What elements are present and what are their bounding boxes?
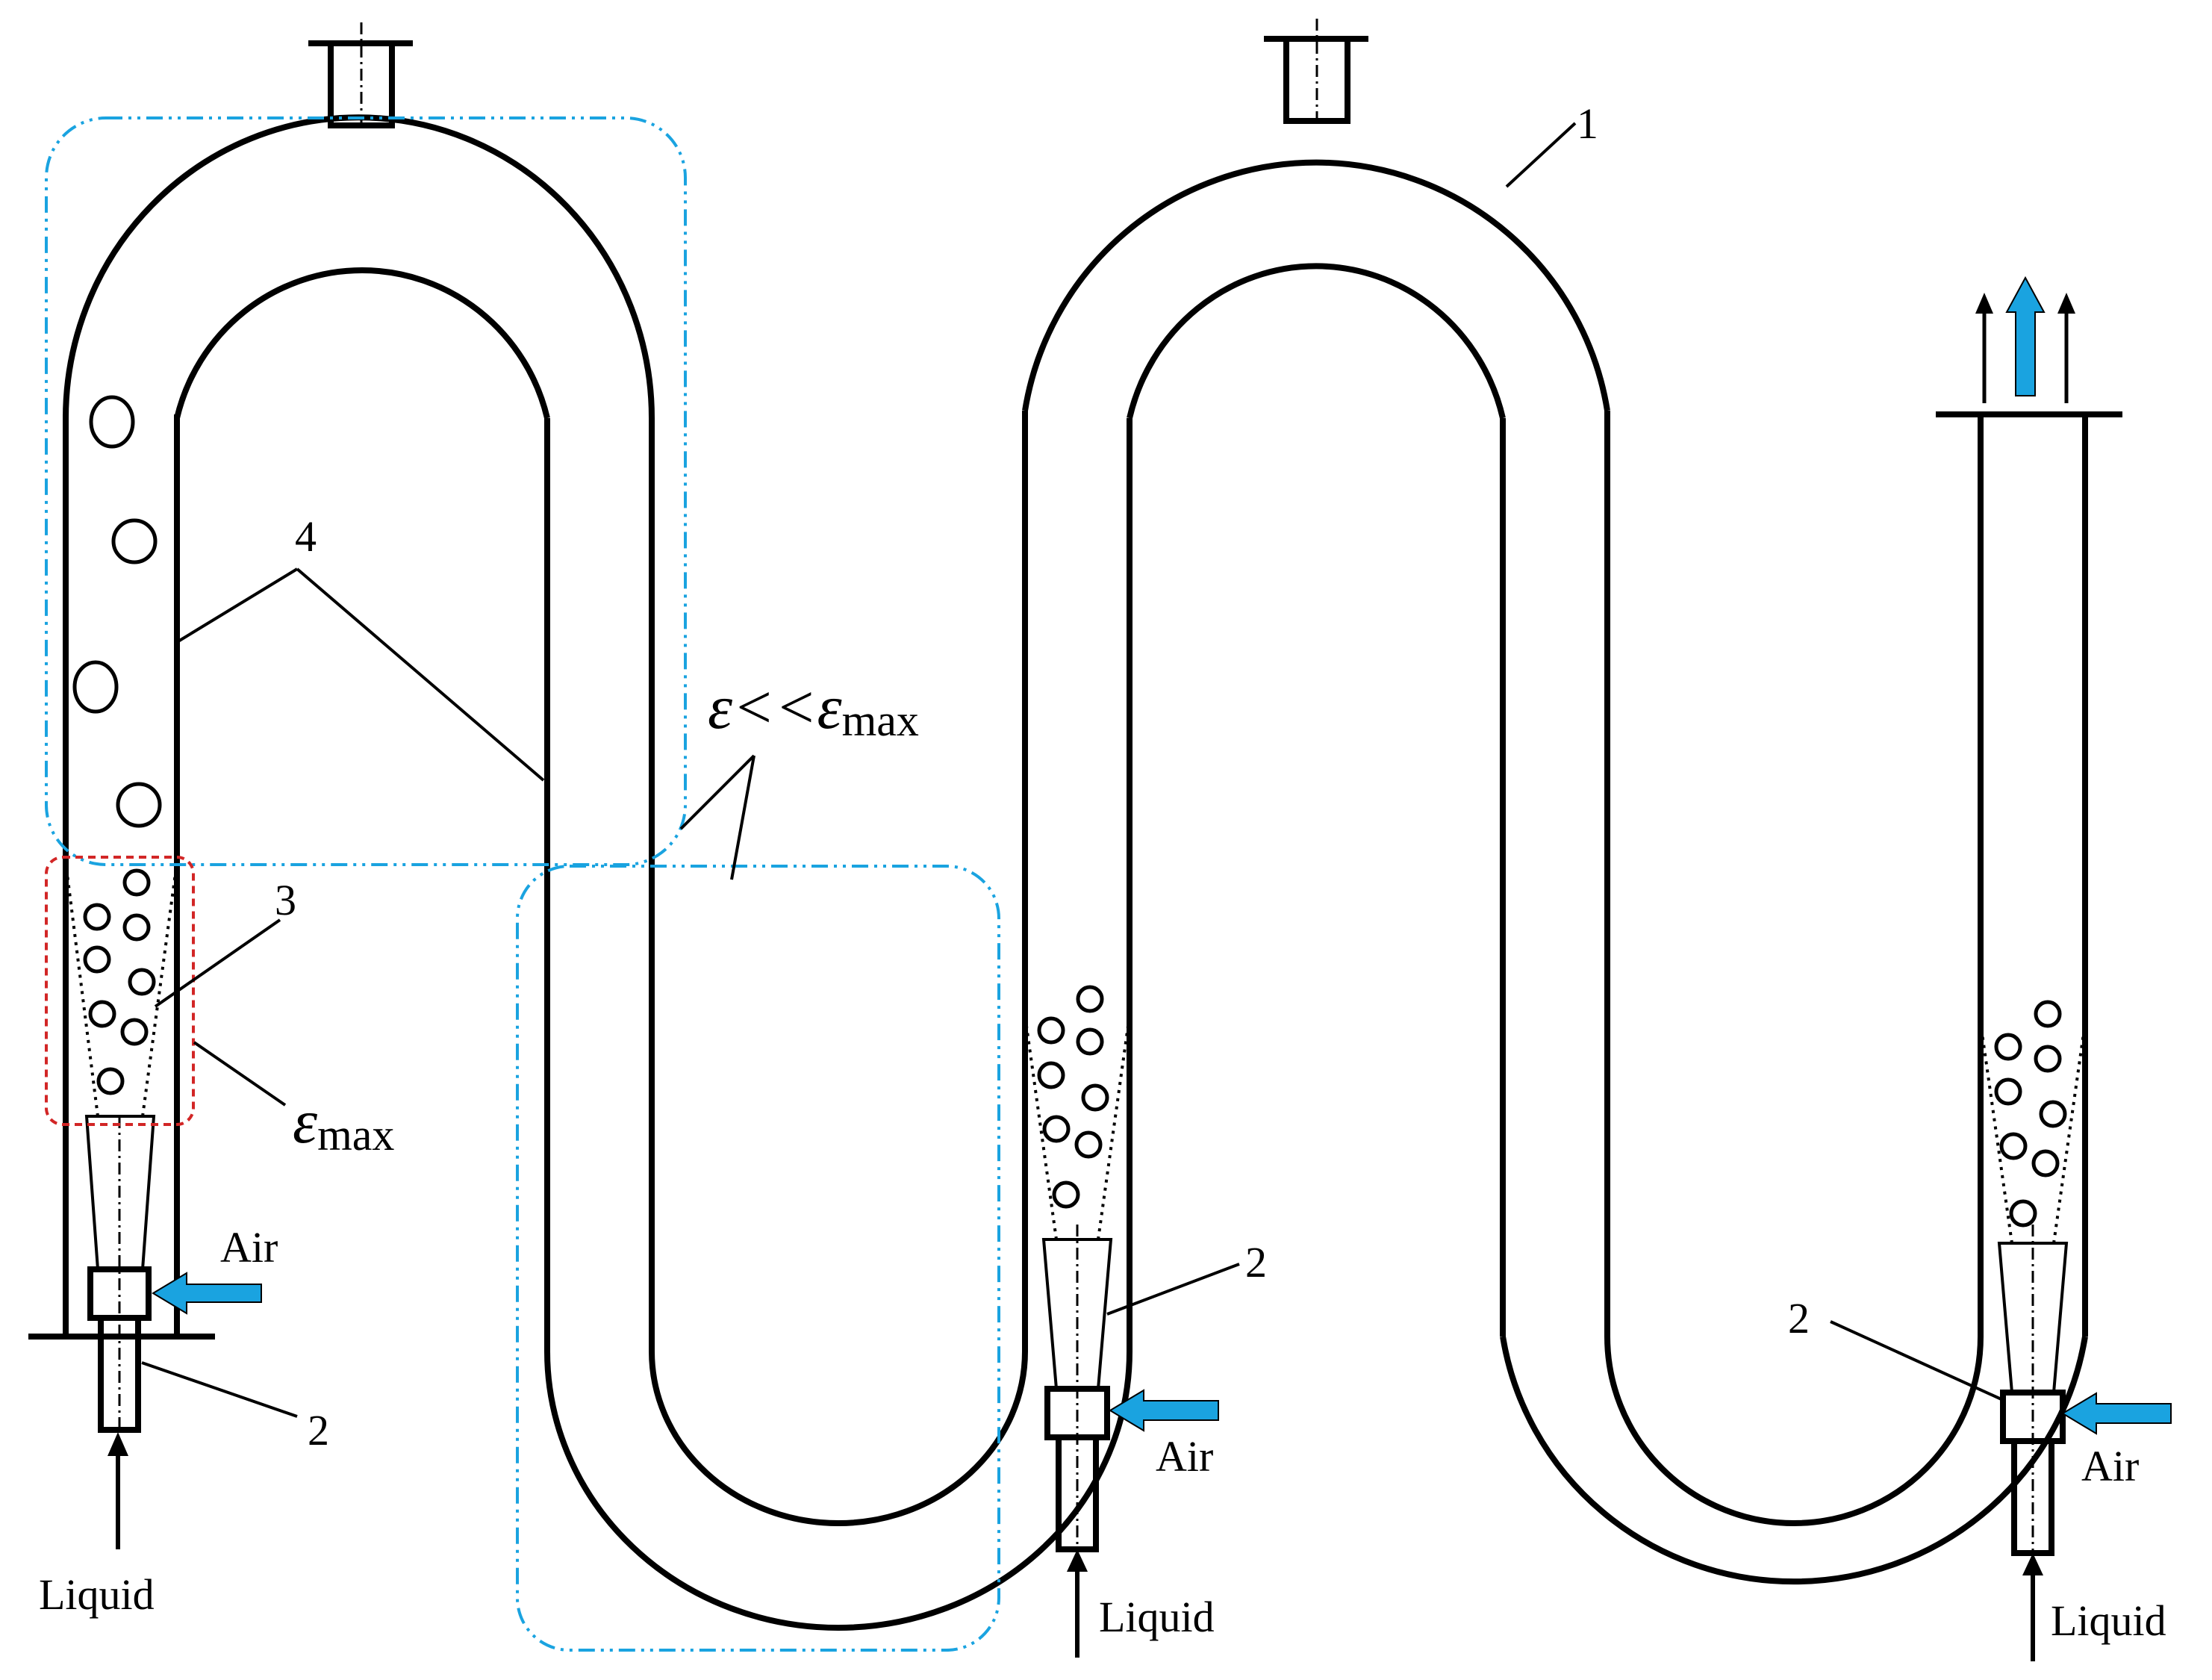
- label-liquid-left: Liquid: [39, 1570, 155, 1619]
- serpentine-pipe: [28, 114, 2122, 1631]
- pipe-bend-bottom-2: [1500, 1336, 2088, 1585]
- label-air-middle: Air: [1156, 1432, 1213, 1481]
- ejector-zone-outline: [45, 856, 195, 1126]
- black-arrow-up-icon: [1975, 293, 2075, 403]
- label-liquid-right: Liquid: [2051, 1596, 2166, 1645]
- bubbles-ejector-left: [83, 868, 156, 1095]
- label-air-right: Air: [2081, 1442, 2139, 1490]
- black-arrow-up-icon: [1067, 1549, 1088, 1658]
- blue-arrow-right-icon: [2061, 1392, 2172, 1435]
- leader-lines: [141, 122, 2004, 1418]
- bubble: [89, 395, 135, 449]
- label-ejector-2-middle: 2: [1245, 1238, 1267, 1287]
- blue-arrow-right-icon: [1109, 1389, 1219, 1432]
- ejector-left: [64, 862, 178, 1433]
- bubble: [72, 660, 119, 714]
- black-arrow-up-icon: [2022, 1553, 2043, 1661]
- pipe-bend-bottom-1: [544, 1351, 1133, 1631]
- bubbles-ejector-middle: [1037, 985, 1109, 1209]
- black-arrow-up-icon: [108, 1432, 128, 1549]
- label-ejector-2-right: 2: [1788, 1294, 1810, 1343]
- blue-arrow-up-icon: [2005, 276, 2046, 396]
- label-air-left: Air: [220, 1223, 278, 1272]
- label-eps-max: εmax: [293, 1087, 394, 1160]
- pipe-bend-top-2: [1022, 159, 1610, 411]
- zone-outline-bubble-region: [45, 116, 687, 866]
- bubbles-ejector-right: [1994, 1000, 2067, 1228]
- pipe-bend-top-2-inner: [1127, 263, 1506, 419]
- pipe-bend-bottom-2-inner: [1604, 1336, 1984, 1526]
- pipe-bend-top-1-inner: [174, 267, 550, 419]
- ejector-middle: [1024, 1015, 1131, 1552]
- label-liquid-middle: Liquid: [1099, 1593, 1215, 1641]
- label-guide-4: 4: [295, 512, 317, 561]
- blue-arrow-right-icon: [152, 1272, 262, 1315]
- label-pipe-1: 1: [1577, 99, 1598, 148]
- bubbles-large: [72, 395, 162, 828]
- bubble: [111, 518, 158, 564]
- vent-stub-1: [308, 22, 413, 128]
- zone-outline-bend-region: [516, 865, 1000, 1652]
- vent-stub-2: [1264, 19, 1368, 124]
- label-zone-3: 3: [275, 876, 296, 924]
- bubble: [116, 782, 162, 828]
- label-ejector-2-left: 2: [308, 1406, 329, 1455]
- pipe-bend-bottom-1-inner: [649, 1351, 1028, 1526]
- label-eps-ratio: ε<<εmax: [708, 673, 919, 745]
- ejector-right: [1979, 1022, 2087, 1556]
